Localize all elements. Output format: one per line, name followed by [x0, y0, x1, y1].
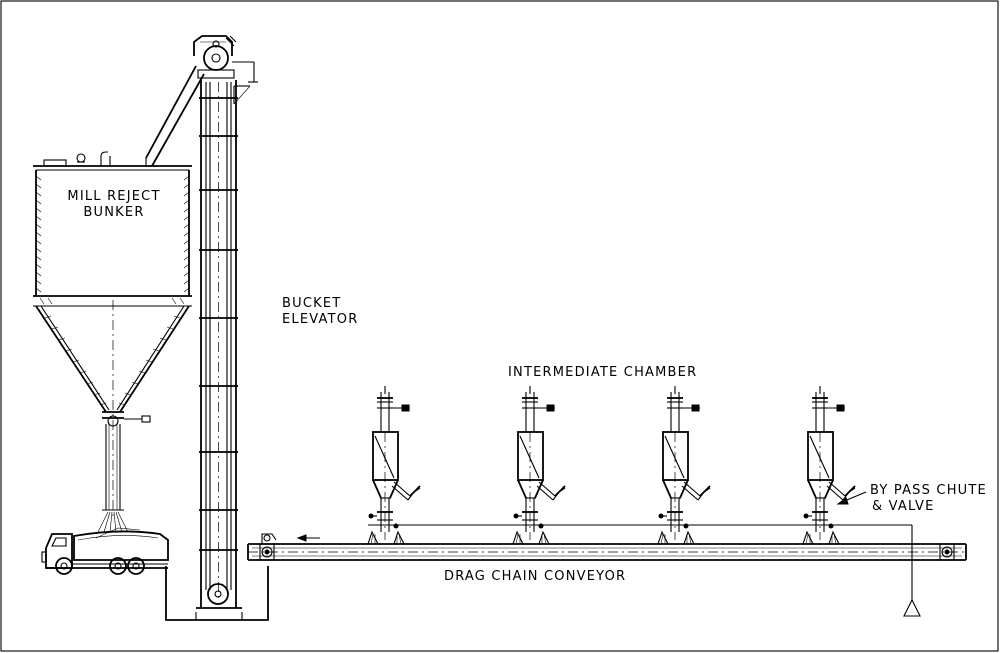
- chamber-label: INTERMEDIATE CHAMBER: [508, 365, 698, 380]
- intermediate-chamber-2: [512, 386, 566, 545]
- bypass-label-line1: BY PASS CHUTE: [870, 483, 987, 498]
- bypass-label-line2: & VALVE: [872, 499, 935, 514]
- bucket-elevator: [142, 35, 269, 621]
- elevator-label-line1: BUCKET: [282, 296, 342, 311]
- intermediate-chamber-3: [657, 386, 711, 545]
- intermediate-chamber-1: [367, 386, 421, 545]
- bunker-label: MILL REJECT BUNKER: [54, 189, 174, 221]
- mill-reject-bunker: [33, 151, 192, 533]
- bunker-label-line1: MILL REJECT: [67, 189, 161, 204]
- intermediate-chamber-4: [802, 386, 856, 545]
- bunker-label-line2: BUNKER: [83, 205, 145, 220]
- bypass-label: BY PASS CHUTE & VALVE: [870, 483, 987, 515]
- elevator-label: BUCKET ELEVATOR: [282, 296, 358, 328]
- conveyor-label: DRAG CHAIN CONVEYOR: [444, 569, 627, 584]
- elevator-label-line2: ELEVATOR: [282, 312, 359, 327]
- dump-truck: [41, 527, 169, 575]
